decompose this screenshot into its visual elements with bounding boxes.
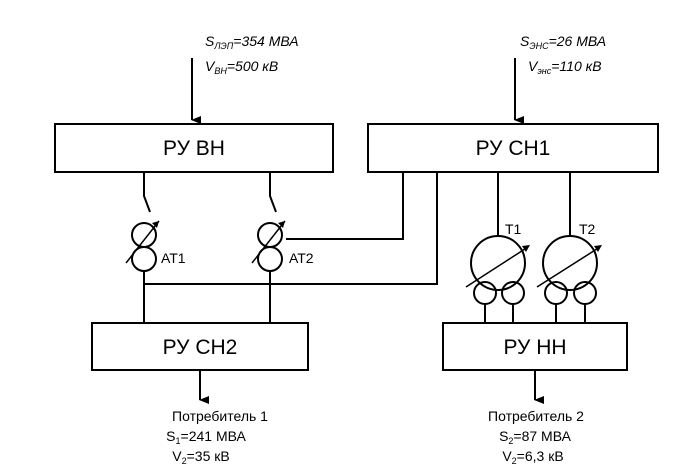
autotransformer-at2-icon	[251, 220, 286, 272]
autotransformer-at1-icon	[125, 220, 160, 272]
ru-vn-label: РУ ВН	[163, 137, 225, 160]
consumer1-s-value: S1=241 МВА	[166, 428, 246, 446]
connection-lines	[143, 172, 586, 323]
input-left-s-label: SЛЭП=354 МВА	[205, 33, 299, 51]
at2-label: АТ2	[289, 250, 314, 266]
consumer1-title: Потребитель 1	[172, 408, 268, 424]
ru-nn-label: РУ НН	[503, 336, 566, 359]
transformer-t2-icon	[536, 235, 602, 305]
ru-sn1-label: РУ СН1	[476, 137, 551, 160]
input-left-v-label: VВН=500 кВ	[205, 58, 278, 76]
ru-nn-box: РУ НН	[442, 322, 628, 371]
input-right-s-label: SЭНС=26 МВА	[520, 33, 606, 51]
at1-label: АТ1	[161, 250, 186, 266]
ru-sn2-label: РУ СН2	[163, 336, 238, 359]
consumer2-title: Потребитель 2	[488, 408, 584, 424]
consumer2-v-value: V2=6,3 кВ	[502, 448, 563, 466]
t2-label: Т2	[579, 221, 596, 237]
consumer2-block: Потребитель 2 S2=87 МВА V2=6,3 кВ	[488, 408, 584, 466]
t1-label: Т1	[505, 221, 522, 237]
ru-vn-box: РУ ВН	[54, 123, 334, 173]
ru-sn2-box: РУ СН2	[91, 322, 309, 371]
ru-sn1-box: РУ СН1	[367, 123, 659, 173]
transformer-t1-icon	[465, 235, 530, 305]
consumer1-v-value: V2=35 кВ	[172, 448, 229, 466]
input-right-v-label: Vэнс=110 кВ	[528, 58, 602, 76]
consumer2-s-value: S2=87 МВА	[499, 428, 572, 446]
consumer1-block: Потребитель 1 S1=241 МВА V2=35 кВ	[166, 408, 268, 466]
